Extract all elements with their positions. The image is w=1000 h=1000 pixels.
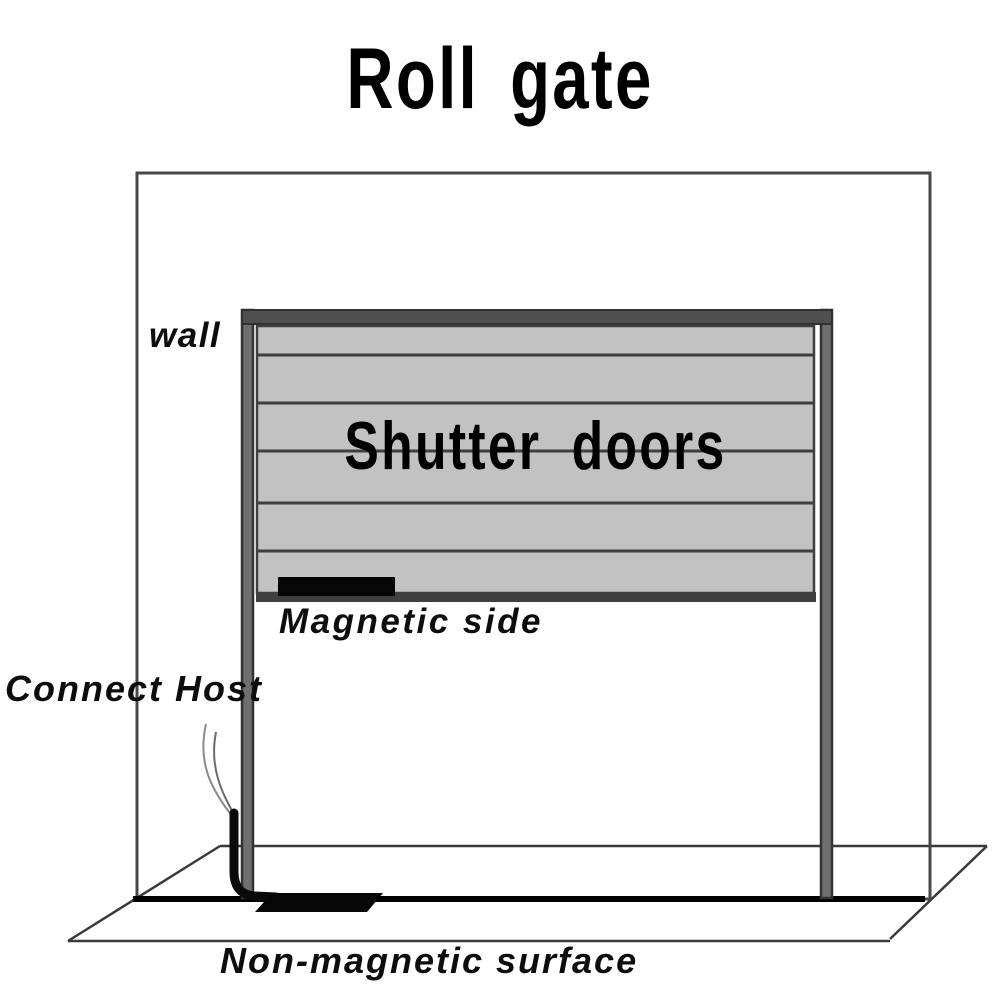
host-wires: [202, 723, 237, 819]
floor-magnet: [255, 893, 383, 912]
non-magnetic-surface-label: Non-magnetic surface: [220, 940, 639, 981]
page-title: Roll gate: [346, 31, 654, 127]
slat-lines: [258, 353, 813, 553]
connect-host-label: Connect Host: [5, 668, 263, 709]
shutter-magnet: [278, 577, 395, 596]
right-track: [819, 308, 834, 900]
wire: [202, 723, 233, 817]
magnetic-side-label: Magnetic side: [279, 602, 543, 641]
left-track: [240, 308, 255, 900]
shutter-panel: [255, 324, 816, 595]
door-frame-lintel: [241, 309, 833, 325]
host-cable: [229, 808, 281, 902]
floor-outline: [67, 844, 988, 943]
wall-label: wall: [149, 316, 222, 355]
shutter-doors-label: Shutter doors: [344, 408, 727, 484]
shutter-bottom-rail: [256, 592, 816, 602]
